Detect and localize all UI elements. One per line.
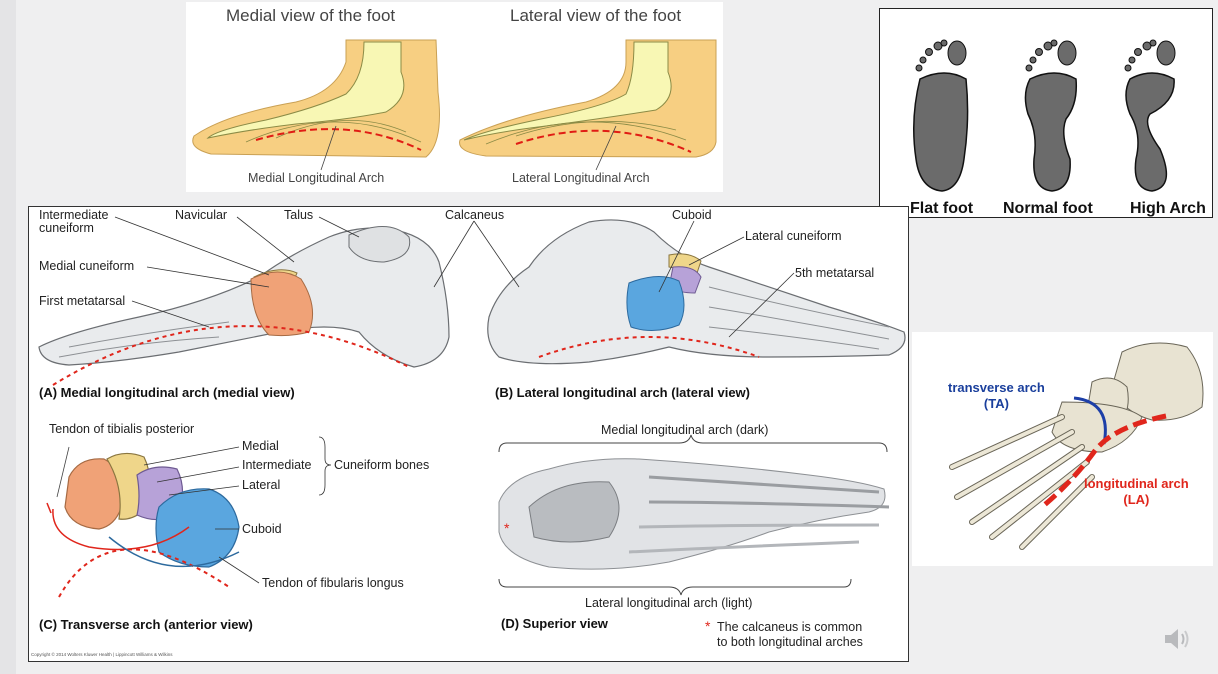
top-feet-illustration xyxy=(192,39,717,171)
caption-b: (B) Lateral longitudinal arch (lateral v… xyxy=(495,385,750,400)
lateral-view-title: Lateral view of the foot xyxy=(510,6,682,25)
lateral-arch-light-label: Lateral longitudinal arch (light) xyxy=(585,596,753,610)
arch-3d-panel: transverse arch (TA) longitudinal arch (… xyxy=(912,332,1213,566)
cuneiform-bones-label: Cuneiform bones xyxy=(334,458,430,472)
intermediate-cuneiform-label: Intermediate cuneiform xyxy=(39,208,109,236)
caption-c: (C) Transverse arch (anterior view) xyxy=(39,617,253,632)
panel-a-bones xyxy=(38,226,450,386)
panel-d-bones xyxy=(498,434,890,596)
intermediate-label: Intermediate xyxy=(242,458,312,472)
lateral-arch-label: Lateral Longitudinal Arch xyxy=(512,171,650,185)
flat-foot-print xyxy=(913,39,969,192)
navicular-label: Navicular xyxy=(175,208,228,222)
medial-view-title: Medial view of the foot xyxy=(226,6,396,25)
foot-skeleton-3d xyxy=(949,342,1204,550)
arches-figure: Intermediate cuneiform Navicular Talus C… xyxy=(28,206,909,662)
longitudinal-arch-label: longitudinal arch (LA) xyxy=(1084,476,1189,507)
medial-label: Medial xyxy=(242,439,279,453)
tendon-tibialis-label: Tendon of tibialis posterior xyxy=(49,422,195,436)
speaker-icon[interactable] xyxy=(1162,626,1194,652)
caption-a: (A) Medial longitudinal arch (medial vie… xyxy=(39,385,295,400)
medial-cuneiform-label: Medial cuneiform xyxy=(39,259,135,273)
leader-lines xyxy=(114,216,795,584)
top-foot-diagram: Medial view of the foot Lateral view of … xyxy=(186,2,723,192)
lateral-label: Lateral xyxy=(242,478,281,492)
copyright-text: Copyright © 2014 Wolters Kluwer Health |… xyxy=(31,652,173,657)
cuboid-c-label: Cuboid xyxy=(242,522,282,536)
footprints-illustration xyxy=(913,39,1176,192)
asterisk-marker: * xyxy=(504,520,510,536)
cuboid-label: Cuboid xyxy=(672,208,712,222)
flat-foot-label: Flat foot xyxy=(910,200,974,217)
high-arch-label: High Arch xyxy=(1130,200,1206,217)
footprint-panel: Flat foot Normal foot High Arch xyxy=(879,8,1213,218)
panel-b-bones xyxy=(487,219,906,365)
caption-d: (D) Superior view xyxy=(501,616,608,631)
calcaneus-label: Calcaneus xyxy=(445,208,505,222)
panel-c-bones xyxy=(46,446,240,598)
normal-foot-label: Normal foot xyxy=(1003,200,1093,217)
medial-arch-dark-label: Medial longitudinal arch (dark) xyxy=(601,423,769,437)
calcaneus-note: The calcaneus is common to both longitud… xyxy=(717,620,863,649)
calcaneus-note-asterisk: * xyxy=(705,618,711,634)
lateral-cuneiform-label: Lateral cuneiform xyxy=(745,229,842,243)
high-arch-print xyxy=(1124,39,1176,192)
slide-left-margin xyxy=(0,0,16,674)
transverse-arch-label: transverse arch (TA) xyxy=(948,380,1045,411)
arches-illustration xyxy=(38,216,906,598)
tendon-fibularis-label: Tendon of fibularis longus xyxy=(262,576,404,590)
talus-label: Talus xyxy=(284,208,314,222)
first-metatarsal-label: First metatarsal xyxy=(39,294,126,308)
normal-foot-print xyxy=(1024,39,1078,192)
fifth-metatarsal-label: 5th metatarsal xyxy=(795,266,875,280)
medial-arch-label: Medial Longitudinal Arch xyxy=(248,171,385,185)
